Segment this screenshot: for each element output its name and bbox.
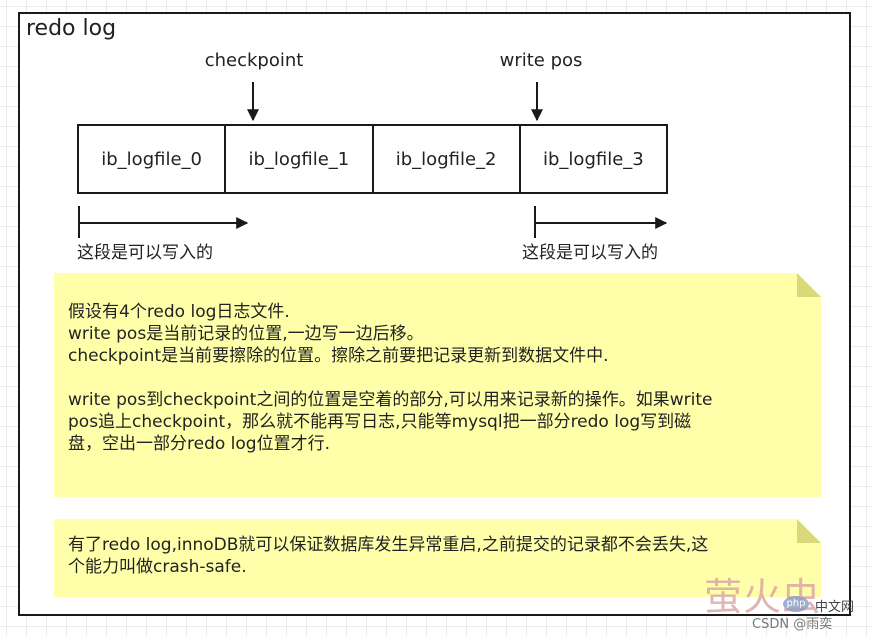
note-paragraph-2: write pos到checkpoint之间的位置是空着的部分,可以用来记录新的… [68, 390, 713, 454]
watermark-site-text: 中文网 [815, 600, 855, 615]
write-pos-label: write pos [499, 50, 583, 71]
note-paragraph-1: 假设有4个redo log日志文件. write pos是当前记录的位置,一边写… [68, 302, 609, 366]
note-crash-safe: 有了redo log,innoDB就可以保证数据库发生异常重启,之前提交的记录都… [54, 519, 821, 597]
checkpoint-label: checkpoint [204, 50, 304, 71]
log-file-3: ib_logfile_3 [543, 148, 644, 170]
log-file-group: ib_logfile_0 ib_logfile_1 ib_logfile_2 i… [77, 124, 668, 194]
watermark-csdn: CSDN @雨奕 [752, 617, 833, 632]
writable-label-left: 这段是可以写入的 [77, 243, 213, 263]
writable-label-right: 这段是可以写入的 [522, 243, 658, 263]
log-file-1: ib_logfile_1 [226, 126, 374, 192]
diagram-title: redo log [26, 16, 117, 41]
note-explanation: 假设有4个redo log日志文件. write pos是当前记录的位置,一边写… [54, 273, 821, 497]
note-crash-safe-text: 有了redo log,innoDB就可以保证数据库发生异常重启,之前提交的记录都… [68, 535, 709, 577]
writable-range-arrow-left [78, 206, 249, 238]
log-file-2: ib_logfile_2 [374, 126, 521, 192]
writable-range-arrow-right [534, 206, 668, 238]
watermark-php-badge: php [783, 596, 809, 612]
log-file-0: ib_logfile_0 [79, 126, 227, 192]
